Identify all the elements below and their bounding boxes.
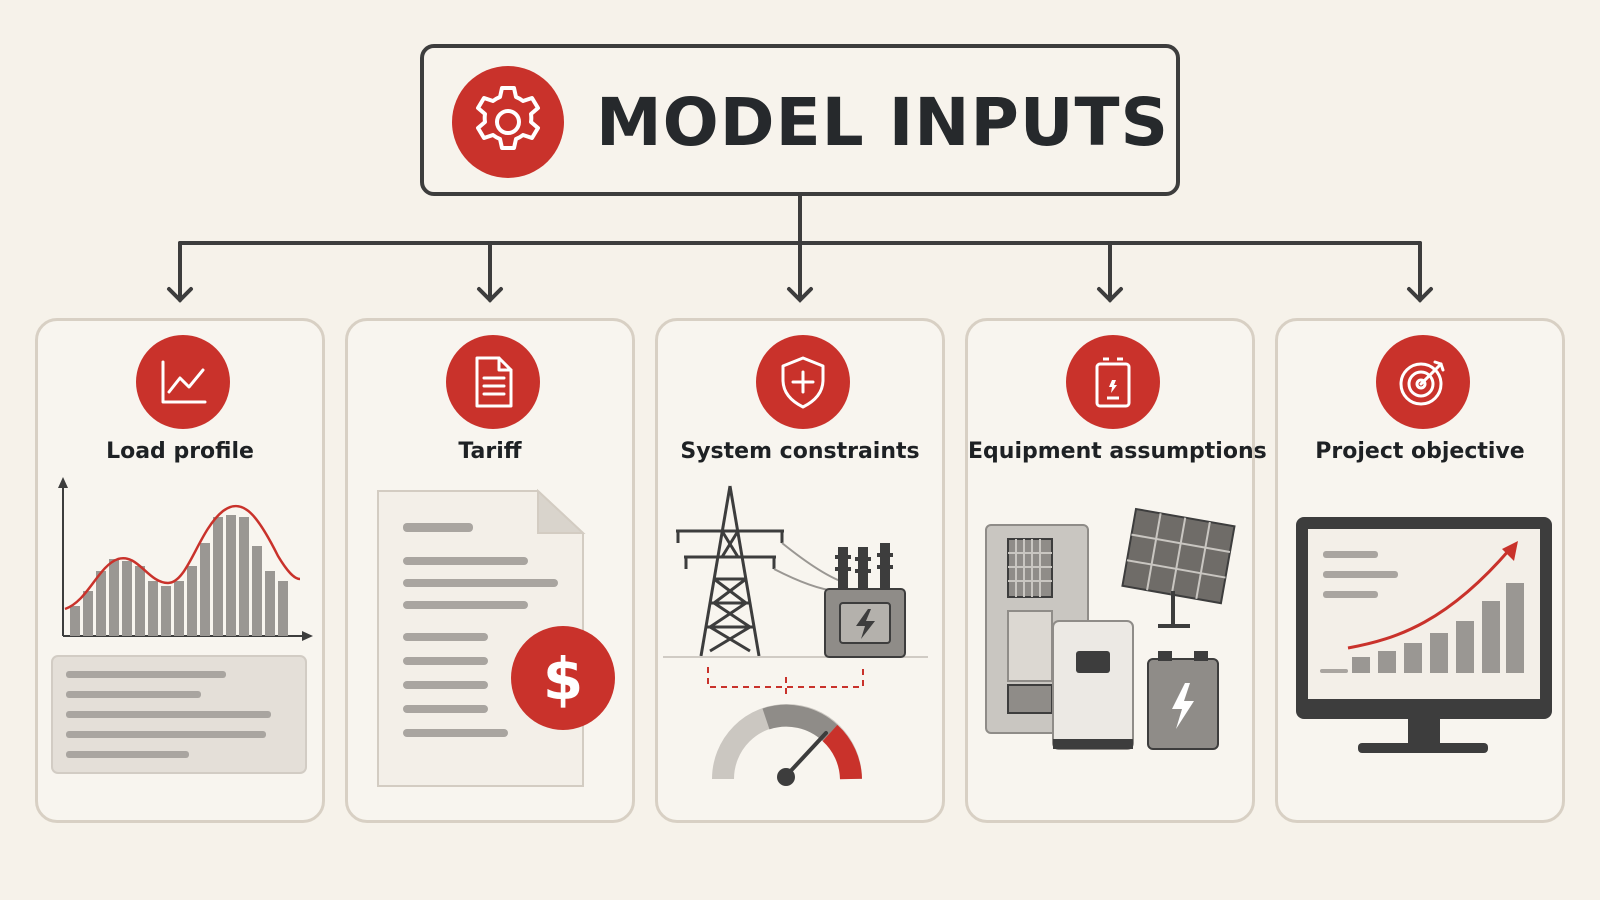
equipment-illustration	[985, 507, 1236, 750]
card-label: Project objective	[1315, 439, 1525, 464]
target-icon	[1376, 335, 1470, 429]
tariff-illustration: $	[377, 488, 615, 787]
document-icon	[446, 335, 540, 429]
card-label: Load profile	[106, 439, 254, 464]
card-equipment-assumptions: Equipment assumptions	[965, 318, 1267, 823]
load-profile-illustration	[51, 477, 313, 774]
card-label: Tariff	[458, 439, 522, 464]
card-tariff: Tariff $	[345, 318, 635, 823]
card-load-profile: Load profile	[35, 318, 325, 823]
page-title: MODEL INPUTS	[596, 84, 1169, 161]
svg-text:$: $	[543, 645, 583, 713]
line-chart-icon	[136, 335, 230, 429]
card-project-objective: Project objective	[1275, 318, 1565, 823]
shield-icon	[756, 335, 850, 429]
system-constraints-illustration	[663, 485, 928, 786]
card-label: Equipment assumptions	[968, 439, 1267, 464]
battery-icon	[1066, 335, 1160, 429]
project-objective-illustration	[1296, 517, 1552, 753]
card-system-constraints: System constraints	[655, 318, 945, 823]
card-label: System constraints	[680, 439, 920, 464]
gear-icon	[452, 66, 564, 178]
